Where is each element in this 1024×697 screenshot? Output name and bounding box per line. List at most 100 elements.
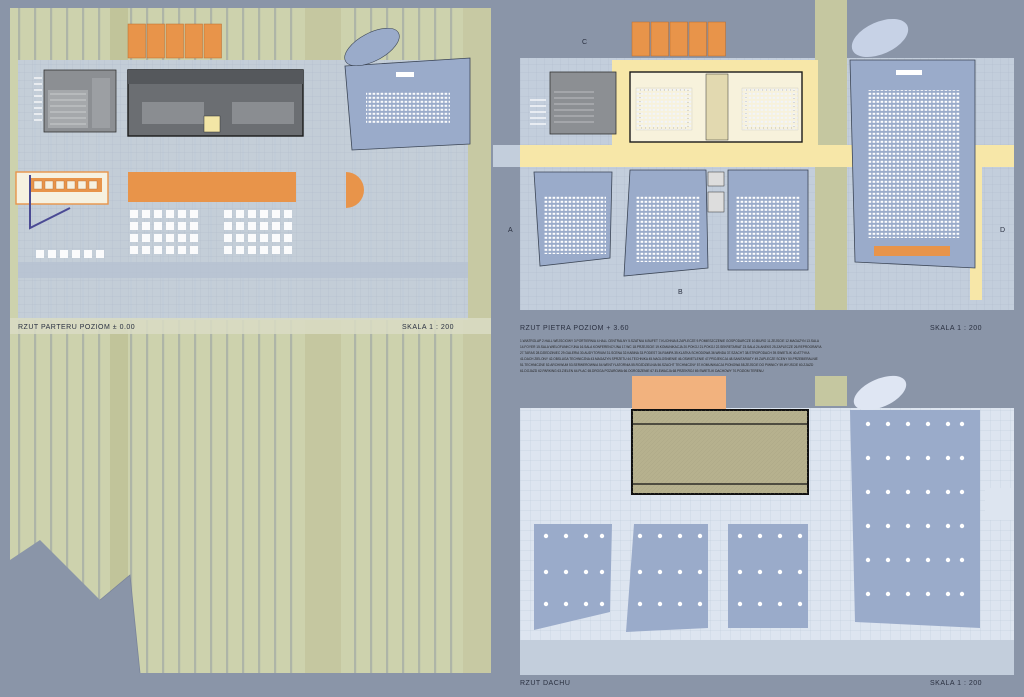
cafe-table [190,222,198,230]
legend-line-6: 61.DOJAZD 62.PARKING 63.ZIELEN 64.PLAC 6… [520,369,764,373]
cafe-table [84,250,92,258]
skylight-dot [737,601,743,607]
cafe-bar [128,172,296,202]
cafe-table [154,246,162,254]
skylight-dot [657,601,663,607]
skylight-dot [945,557,951,563]
skylight-dot [599,533,605,539]
cafe-table [36,250,44,258]
hall-inner-right [232,102,294,124]
skylight-dot [583,533,589,539]
cafe-table [48,250,56,258]
cafe-table [96,250,104,258]
skylight-dot [637,601,643,607]
skylight-dot [737,569,743,575]
cafe-table [272,210,280,218]
skylight-dot [865,489,871,495]
roof-hall-edge-lines [632,423,808,485]
structural-stripe [402,8,405,673]
skylight-dot [637,533,643,539]
skylight-dot [797,533,803,539]
skylight-dot [925,455,931,461]
skylight-dot [543,533,549,539]
legend-line-2: 14.FOYER 15.SALA WIELOFUNKCYJNA 16.SALA … [520,345,822,349]
structural-stripe [194,8,197,673]
seminar-hall-2-seats [636,196,700,262]
cafe-table [224,234,232,242]
cafe-table [248,234,256,242]
skylight-dot [945,591,951,597]
skylight-dot [697,569,703,575]
cafe-table [190,234,198,242]
cafe-table [236,210,244,218]
cafe-table [190,246,198,254]
skylight-dot [925,421,931,427]
cafe-table [248,222,256,230]
upper-stair [530,99,546,125]
cafe-table [260,246,268,254]
main-auditorium-seats [868,90,960,238]
upper-lift [707,171,725,187]
office-rooms-row [127,23,222,59]
skylight-dot [959,455,965,461]
structural-stripe [418,8,421,673]
skylight-dot [583,601,589,607]
upper-plan-scale: SKALA 1 : 200 [930,325,982,332]
ground-plan-title: RZUT PARTERU POZIOM ± 0.00 [18,324,135,331]
skylight-dot [885,557,891,563]
skylight-dot [925,489,931,495]
cafe-table [284,246,292,254]
skylight-dot [959,557,965,563]
room-legend: 1.WIATROLAP 2.HALL WEJSCIOWY 3.PORTIERNI… [520,339,822,373]
conference-seats-left [635,87,693,131]
upper-floor-plan: RZUT PIETRA POZIOM + 3.60 SKALA 1 : 200 … [493,0,1014,332]
skylight-dot [865,455,871,461]
section-mark-b: B [678,289,683,296]
ground-plan-scale: SKALA 1 : 200 [402,324,454,331]
cafe-table [130,210,138,218]
legend-line-1: 1.WIATROLAP 2.HALL WEJSCIOWY 3.PORTIERNI… [520,339,820,343]
structural-stripe [450,8,453,673]
cafe-table [224,222,232,230]
structural-stripe [98,8,101,673]
skylight-dot [543,601,549,607]
roof-plan-scale: SKALA 1 : 200 [930,680,982,687]
roof-orange-room [632,376,726,410]
skylight-dot [959,489,965,495]
structural-stripe [434,8,437,673]
cafe-table [178,222,186,230]
skylight-dot [599,601,605,607]
skylight-dot [945,421,951,427]
section-mark-d: D [1000,227,1006,234]
structural-stripe [66,8,69,673]
entrance-stair [34,77,42,121]
cafe-table [260,222,268,230]
cafe-table [130,246,138,254]
upper-oval [851,18,909,58]
skylight-dot [959,421,965,427]
skylight-dot [905,557,911,563]
roof-hall-2 [626,524,708,632]
skylight-dot [865,421,871,427]
conference-core [705,73,729,141]
skylight-dot [905,421,911,427]
structural-stripe [50,8,53,673]
structural-stripe [146,8,149,673]
reception-box [33,180,43,190]
upper-office-rooms-row [631,21,726,57]
structural-stripe [226,8,229,673]
skylight-dot [865,591,871,597]
main-auditorium-stage [874,246,950,256]
skylight-dot [583,569,589,575]
upper-plan-title: RZUT PIETRA POZIOM + 3.60 [520,325,629,332]
skylight-dot [757,569,763,575]
conference-seats-right [741,87,799,131]
cafe-table [154,234,162,242]
skylight-dot [865,523,871,529]
roof-bridge [985,488,1014,520]
reception-box [66,180,76,190]
skylight-dot [905,591,911,597]
skylight-dot [777,601,783,607]
legend-line-3: 27.TARAS 28.DZIEDZINIEC 29.GALERIA 30.AU… [520,351,810,355]
